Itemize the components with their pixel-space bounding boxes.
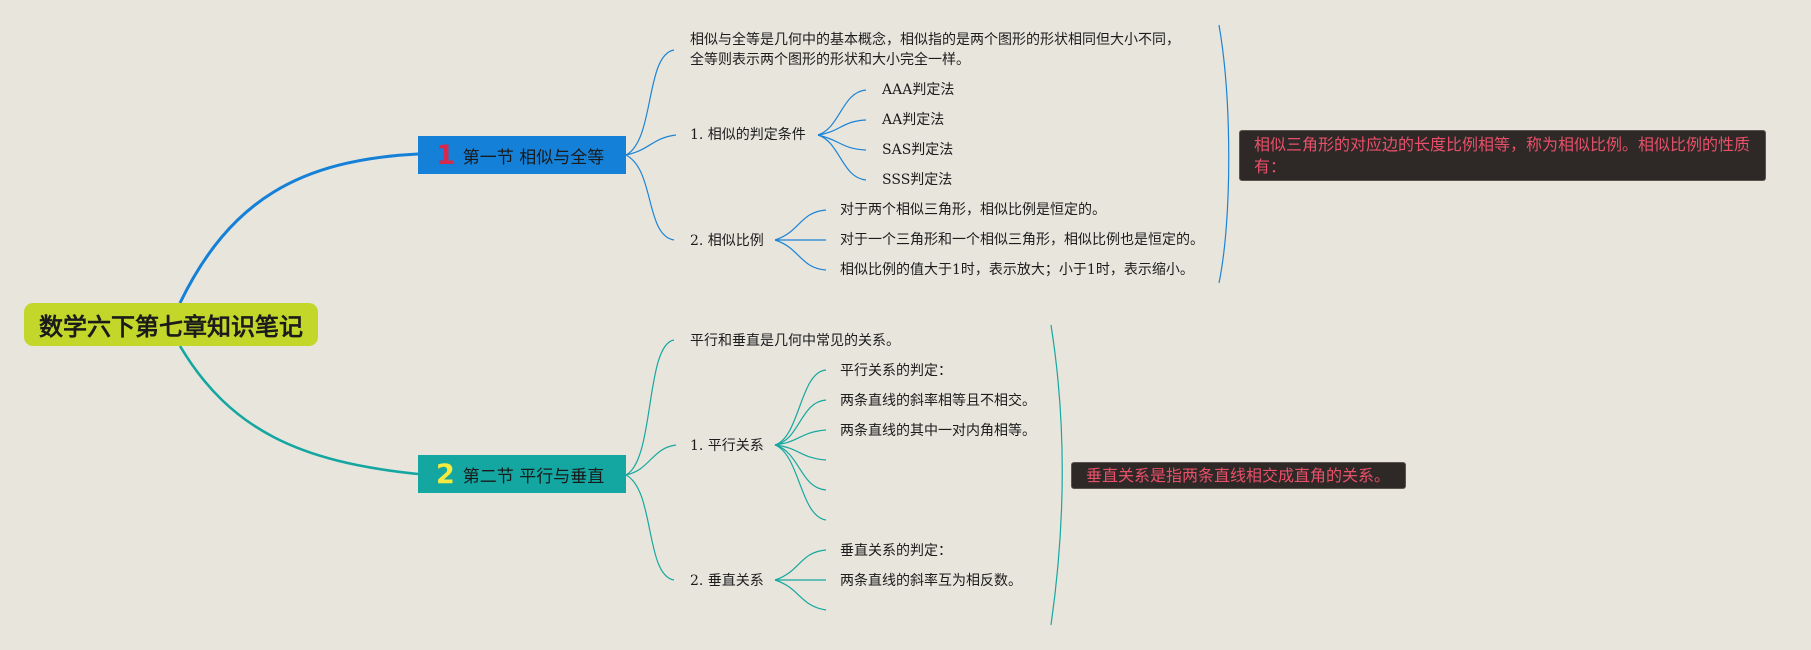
bracket-section2 [1050, 324, 1063, 626]
section-1-title: 第一节 相似与全等 [462, 147, 605, 168]
section-2-summary-note[interactable]: 垂直关系是指两条直线相交成直角的关系。 [1071, 462, 1406, 489]
criterion-sas[interactable]: SAS判定法 [882, 142, 954, 158]
perpendicular-item-2[interactable]: 两条直线的斜率互为相反数。 [840, 573, 1022, 589]
section-2-intro[interactable]: 平行和垂直是几何中常见的关系。 [690, 333, 900, 349]
criterion-sss[interactable]: SSS判定法 [882, 172, 953, 188]
section-2-title: 第二节 平行与垂直 [462, 466, 605, 487]
bracket-section1 [1218, 24, 1230, 284]
parallel-item-2[interactable]: 两条直线的斜率相等且不相交。 [840, 393, 1036, 409]
section-1-branch-2[interactable]: 2. 相似比例 [690, 233, 764, 249]
section-1-branch-1[interactable]: 1. 相似的判定条件 [690, 127, 806, 143]
section-2-number: 2 [436, 458, 455, 490]
parallel-item-3[interactable]: 两条直线的其中一对内角相等。 [840, 423, 1036, 439]
criterion-aa[interactable]: AA判定法 [882, 112, 945, 128]
parallel-item-1[interactable]: 平行关系的判定： [840, 363, 952, 379]
edge-root-section1 [178, 152, 419, 304]
section-2-branch-2[interactable]: 2. 垂直关系 [690, 573, 764, 589]
ratio-item-2[interactable]: 对于一个三角形和一个相似三角形，相似比例也是恒定的。 [840, 232, 1204, 248]
section-1-number: 1 [436, 139, 455, 171]
section-2-topic[interactable]: 2 第二节 平行与垂直 [418, 455, 626, 493]
section-1-intro[interactable]: 相似与全等是几何中的基本概念，相似指的是两个图形的形状相同但大小不同，全等则表示… [690, 32, 1180, 68]
criterion-aaa[interactable]: AAA判定法 [882, 82, 955, 98]
section-2-branch-1[interactable]: 1. 平行关系 [690, 438, 764, 454]
root-topic[interactable]: 数学六下第七章知识笔记 [24, 303, 318, 346]
section-1-summary-note[interactable]: 相似三角形的对应边的长度比例相等，称为相似比例。相似比例的性质有： [1239, 130, 1766, 181]
ratio-item-1[interactable]: 对于两个相似三角形，相似比例是恒定的。 [840, 202, 1106, 218]
perpendicular-item-1[interactable]: 垂直关系的判定： [840, 543, 952, 559]
section-1-topic[interactable]: 1 第一节 相似与全等 [418, 136, 626, 174]
edge-root-section2 [178, 345, 419, 476]
ratio-item-3[interactable]: 相似比例的值大于1时，表示放大；小于1时，表示缩小。 [840, 262, 1194, 278]
